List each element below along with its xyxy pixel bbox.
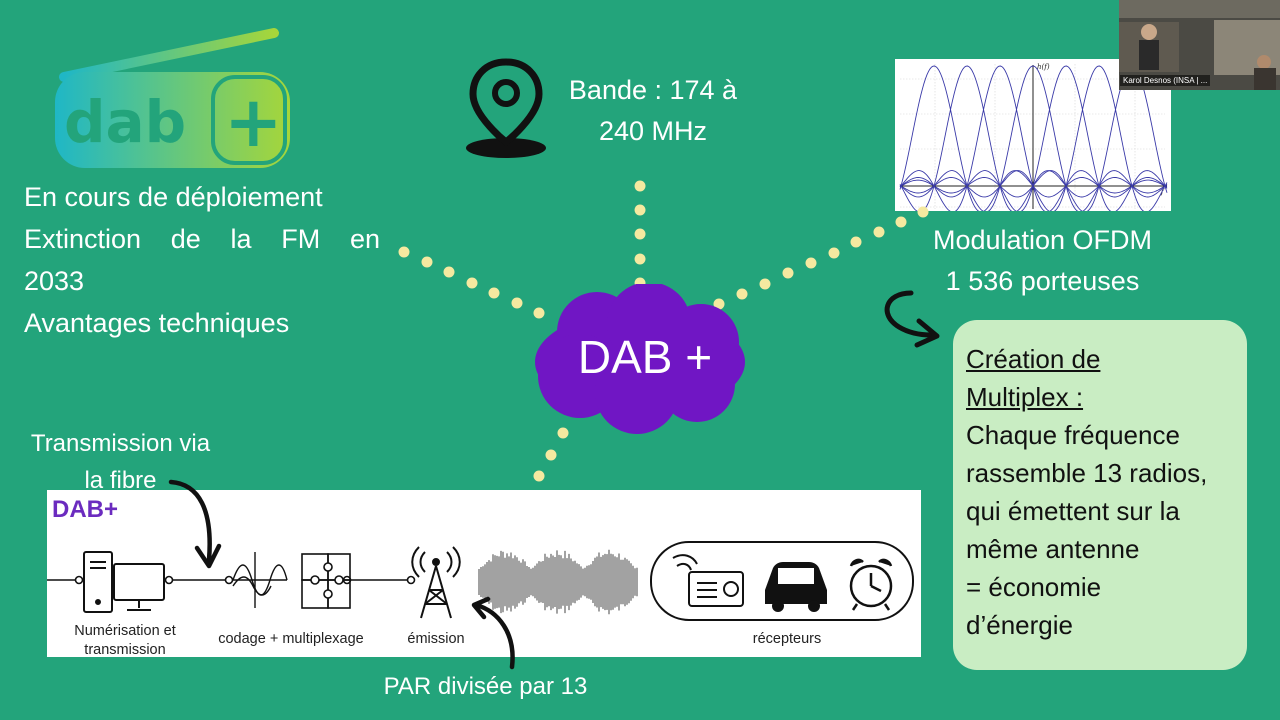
caption-coding: codage + multiplexage (218, 631, 364, 647)
point-advantages: Avantages techniques (24, 308, 290, 338)
band-line-1: Bande : 174 à (568, 75, 738, 105)
band-line-2: 240 MHz (598, 116, 708, 146)
connector-dot (466, 277, 478, 289)
point-fm-extinction: Extinction de la FM en (24, 224, 380, 254)
logo-body (55, 72, 290, 168)
multiplex-title-line-2: Multiplex : (966, 382, 1084, 412)
connector-dot (443, 266, 455, 278)
signal-wave-icon (232, 552, 288, 608)
connector-dot (828, 247, 840, 259)
curved-arrow-icon (884, 290, 940, 348)
connector-dot (557, 427, 569, 439)
ofdm-axis-x: f (1160, 188, 1165, 196)
connector-dot (759, 278, 771, 290)
ofdm-subcarrier-curve (899, 65, 1168, 211)
connector-dot (533, 470, 545, 482)
connector-dot (895, 216, 907, 228)
caption-emission: émission (407, 631, 465, 647)
point-year: 2033 (24, 266, 85, 296)
connector-dot (533, 307, 545, 319)
puzzle-icon (301, 553, 351, 609)
connector-dot (917, 206, 929, 218)
alarm-clock-icon (849, 558, 893, 611)
connector-dot (782, 267, 794, 279)
receivers-box (650, 541, 914, 621)
multiplex-line: rassemble 13 radios, (966, 458, 1208, 488)
multiplex-line: même antenne (966, 534, 1140, 564)
fibre-line-1: Transmission via (30, 430, 211, 457)
multiplex-title-line-1: Création de (966, 344, 1101, 374)
connector-dot (736, 288, 748, 300)
connector-dot (850, 236, 862, 248)
center-label: DAB + (577, 331, 713, 383)
caption-digitization: Numérisation et transmission (55, 622, 195, 660)
multiplex-line: = économie (966, 572, 1102, 602)
connector-dot (634, 180, 646, 192)
location-pin-icon (466, 58, 546, 158)
ofdm-subcarrier-curve (899, 65, 1168, 211)
connector-dot (421, 256, 433, 268)
caption-receivers: récepteurs (752, 631, 822, 647)
fibre-line-2: la fibre (84, 467, 157, 494)
logo-text: dab (64, 88, 186, 156)
par-arrow-icon (471, 596, 515, 670)
center-cloud (535, 284, 745, 434)
ofdm-line-1: Modulation OFDM (932, 225, 1153, 255)
connector-dot (545, 449, 557, 461)
connector-dot (511, 297, 523, 309)
point-deployment: En cours de déploiement (24, 182, 323, 212)
multiplex-line: Chaque fréquence (966, 420, 1180, 450)
audio-waveform (478, 549, 638, 615)
connector-dot (713, 298, 725, 310)
ofdm-subcarrier-curve (899, 65, 1168, 211)
chain-logo: DAB+ (52, 496, 119, 523)
webcam-participant-name: Karol Desnos (INSA | ... (1120, 75, 1211, 86)
connector-dot (805, 257, 817, 269)
ofdm-line-2: 1 536 porteuses (945, 266, 1140, 296)
left-points: En cours de déploiement Extinction de la… (24, 176, 380, 344)
par-annotation: PAR divisée par 13 (383, 673, 588, 700)
multiplex-box: Création de Multiplex : Chaque fréquence… (953, 320, 1247, 670)
connector-dot (634, 204, 646, 216)
band-text: Bande : 174 à 240 MHz (548, 70, 758, 152)
caption-digitization-line-2: transmission (84, 642, 166, 658)
logo-plus: + (224, 81, 283, 163)
car-icon (765, 562, 827, 612)
computer-icon (83, 551, 165, 613)
connector-dot (634, 228, 646, 240)
multiplex-line: qui émettent sur la (966, 496, 1180, 526)
ofdm-axis-y: h(f) (1037, 63, 1050, 71)
radio-icon (672, 554, 744, 607)
fibre-annotation: Transmission via la fibre (18, 425, 223, 499)
caption-digitization-line-1: Numérisation et (74, 623, 176, 639)
dab-plus-logo: dab + (55, 28, 290, 168)
chain-diagram (47, 541, 914, 621)
connector-dot (873, 226, 885, 238)
connector-dot (488, 287, 500, 299)
fibre-arrow-icon (168, 479, 222, 569)
antenna-tower-icon (411, 546, 461, 619)
connector-dot (398, 246, 410, 258)
connector-dot (634, 253, 646, 265)
multiplex-line: d’énergie (966, 610, 1073, 640)
ofdm-text: Modulation OFDM 1 536 porteuses (900, 220, 1185, 302)
